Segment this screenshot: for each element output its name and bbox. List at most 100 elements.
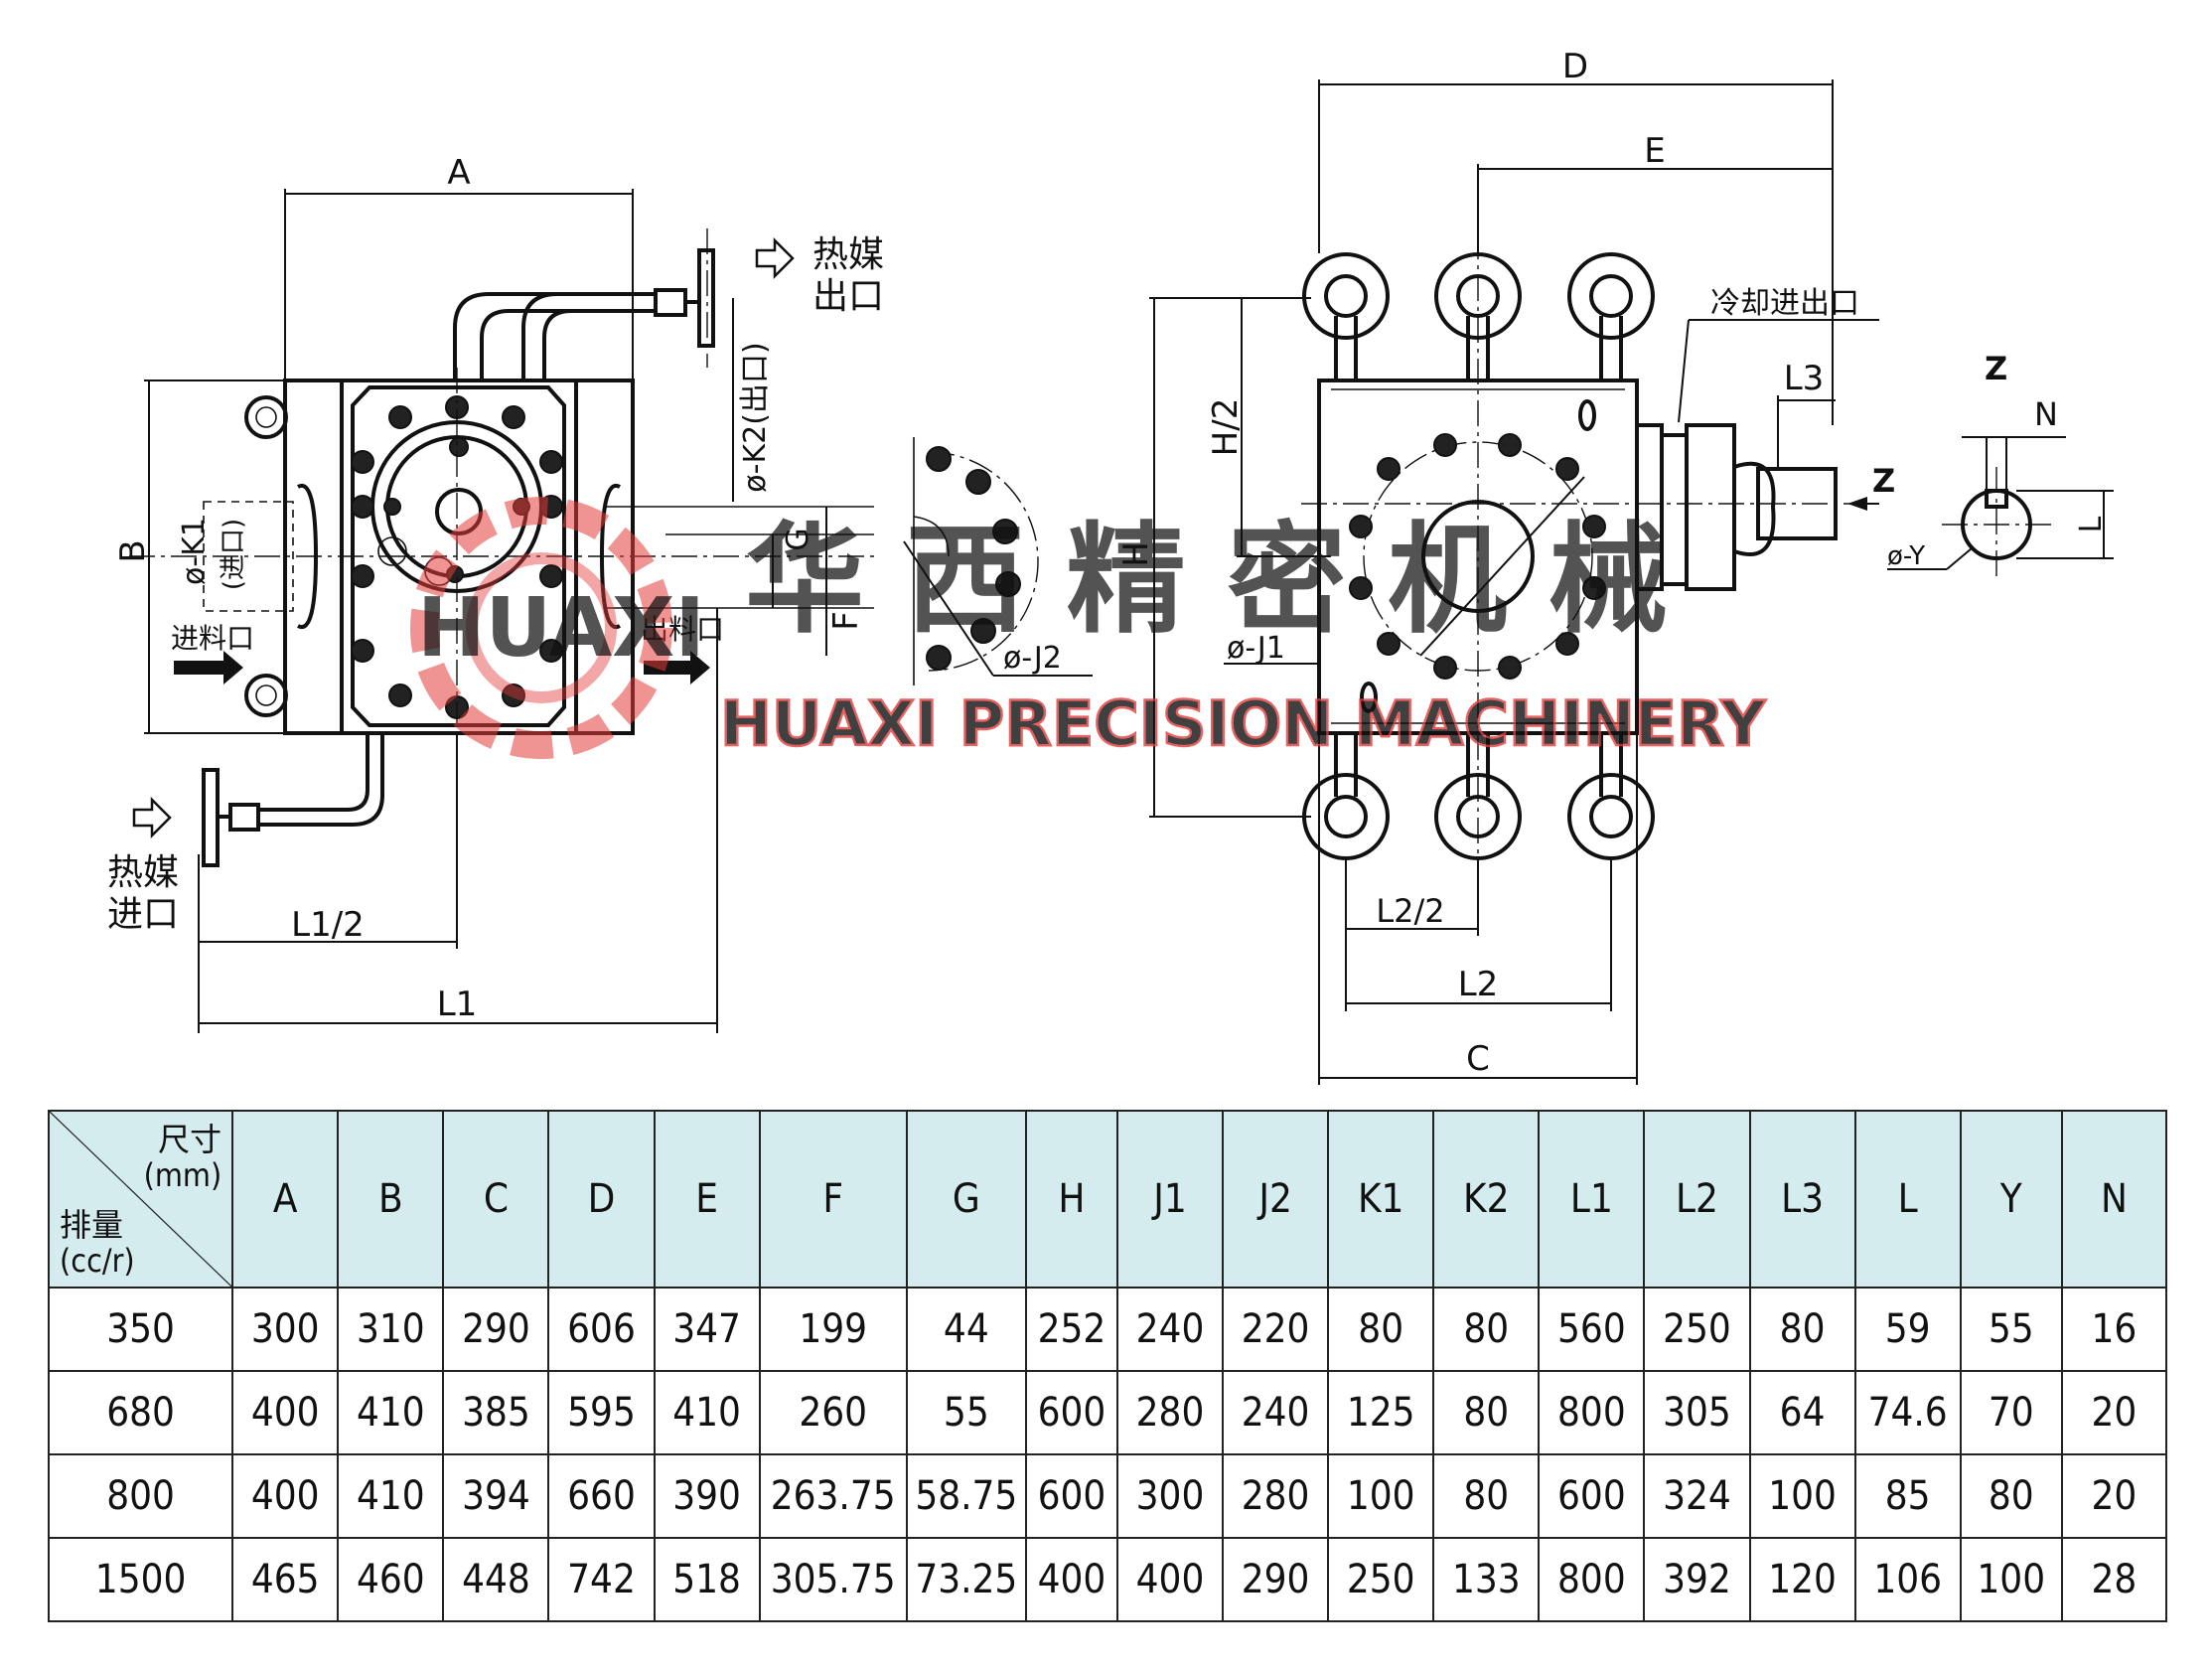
spec-header-row: 尺寸 (mm) 排量 (cc/r) A B C D E F G H J1 J2 … [47, 1110, 2168, 1289]
corner-bottom-label: 排量 (cc/r) [60, 1207, 135, 1279]
dimension-cell: 400 [1024, 1537, 1118, 1622]
header-A: A [231, 1110, 340, 1289]
dimension-cell: 260 [758, 1370, 908, 1455]
dimension-cell: 100 [1748, 1453, 1856, 1539]
dimension-cell: 73.25 [905, 1537, 1027, 1622]
dimension-cell: 518 [653, 1537, 761, 1622]
header-D: D [547, 1110, 656, 1289]
label-heat-in-1: 热媒 [107, 852, 179, 893]
label-Z-detail: Z [1985, 350, 2007, 387]
dimension-cell: 250 [1643, 1287, 1751, 1372]
header-E: E [653, 1110, 761, 1289]
dimension-cell: 220 [1222, 1287, 1330, 1372]
dimension-cell: 460 [337, 1537, 445, 1622]
dimension-cell: 55 [905, 1370, 1027, 1455]
watermark-brand: HUAXI [417, 581, 705, 676]
dim-E: E [1644, 131, 1665, 171]
dimension-cell: 240 [1115, 1287, 1225, 1372]
dimension-cell: 44 [905, 1287, 1027, 1372]
dimension-cell: 305.75 [758, 1537, 908, 1622]
watermark-en: HUAXI PRECISION MACHINERY [720, 687, 1767, 760]
dimension-cell: 347 [653, 1287, 761, 1372]
front-bolts [351, 395, 563, 719]
header-L: L [1853, 1110, 1962, 1289]
dim-H: H [1116, 541, 1156, 567]
dimension-cell: 310 [337, 1287, 445, 1372]
header-B: B [337, 1110, 445, 1289]
dim-B: B [113, 539, 153, 562]
dim-A: A [447, 153, 470, 193]
dim-K1: ø-K1 [177, 518, 212, 585]
dimension-cell: 100 [1959, 1537, 2063, 1622]
header-G: G [905, 1110, 1027, 1289]
dimension-cell: 80 [1432, 1453, 1541, 1539]
dimension-cell: 600 [1024, 1453, 1118, 1539]
dimension-cell: 250 [1327, 1537, 1435, 1622]
dimension-cell: 80 [1327, 1287, 1435, 1372]
dimension-cell: 300 [231, 1287, 340, 1372]
dimension-cell: 324 [1643, 1453, 1751, 1539]
dimension-cell: 660 [547, 1453, 656, 1539]
gear-pump-drawing: A B L1/2 L1 G F ø-K2(出口) ø-K1 (进口) 进料口 出… [107, 47, 2114, 1085]
dim-L2: L2 [1458, 965, 1499, 1004]
dimension-cell: 28 [2060, 1537, 2168, 1622]
dimension-cell: 58.75 [905, 1453, 1027, 1539]
corner-top-label: 尺寸 (mm) [144, 1122, 222, 1193]
dimension-cell: 20 [2060, 1370, 2168, 1455]
dim-F: F [826, 611, 866, 631]
spec-corner-cell: 尺寸 (mm) 排量 (cc/r) [47, 1110, 234, 1289]
dimension-cell: 410 [337, 1370, 445, 1455]
corner-top-line2: (mm) [143, 1156, 222, 1194]
dimension-cell: 125 [1327, 1370, 1435, 1455]
dim-K2: ø-K2(出口) [738, 342, 773, 492]
dimension-cell: 240 [1222, 1370, 1330, 1455]
dimension-cell: 410 [337, 1453, 445, 1539]
header-J1: J1 [1115, 1110, 1225, 1289]
dimension-cell: 80 [1432, 1370, 1541, 1455]
dimension-cell: 600 [1538, 1453, 1646, 1539]
watermark: HUAXI 华 西 精 密 机 械 HUAXI PRECISION MACHIN… [410, 497, 1768, 761]
dim-L2-half: L2/2 [1376, 892, 1444, 930]
label-Z-arrow: Z [1872, 462, 1895, 500]
dim-N: N [2034, 395, 2058, 433]
corner-top-line1: 尺寸 [158, 1121, 222, 1158]
corner-bottom-line2: (cc/r) [60, 1242, 135, 1280]
dim-L1-half: L1/2 [291, 905, 365, 945]
corner-bottom-line1: 排量 [60, 1206, 124, 1244]
dimension-cell: 74.6 [1853, 1370, 1962, 1455]
header-L1: L1 [1538, 1110, 1646, 1289]
dimension-cell: 742 [547, 1537, 656, 1622]
watermark-cn: 华 西 精 密 机 械 [745, 512, 1668, 650]
dimension-cell: 106 [1853, 1537, 1962, 1622]
header-L3: L3 [1748, 1110, 1856, 1289]
header-L2: L2 [1643, 1110, 1751, 1289]
label-heat-out-2: 出口 [812, 276, 884, 317]
dim-G: G [781, 528, 815, 550]
dimension-cell: 465 [231, 1537, 340, 1622]
dimension-cell: 70 [1959, 1370, 2063, 1455]
dimension-cell: 280 [1115, 1370, 1225, 1455]
dim-L1: L1 [437, 985, 478, 1024]
header-N: N [2060, 1110, 2168, 1289]
dimension-cell: 595 [547, 1370, 656, 1455]
shaft-detail: Z N L ø-Y [1887, 350, 2114, 581]
dimension-cell: 280 [1222, 1453, 1330, 1539]
header-F: F [758, 1110, 908, 1289]
dimension-cell: 133 [1432, 1537, 1541, 1622]
side-bolts [1349, 433, 1606, 680]
dim-L: L [2074, 516, 2109, 532]
watermark-logo [410, 497, 672, 759]
dimension-cell: 400 [1115, 1537, 1225, 1622]
dim-D: D [1562, 47, 1588, 86]
front-dimensions: A B L1/2 L1 G F ø-K2(出口) ø-K1 (进口) 进料口 出… [107, 153, 884, 1033]
dimension-cell: 80 [1748, 1287, 1856, 1372]
dimension-cell: 120 [1748, 1537, 1856, 1622]
dimension-cell: 560 [1538, 1287, 1646, 1372]
dim-C: C [1466, 1039, 1490, 1079]
dimension-cell: 800 [1538, 1537, 1646, 1622]
dim-Y: ø-Y [1887, 541, 1925, 571]
dimension-cell: 600 [1024, 1370, 1118, 1455]
